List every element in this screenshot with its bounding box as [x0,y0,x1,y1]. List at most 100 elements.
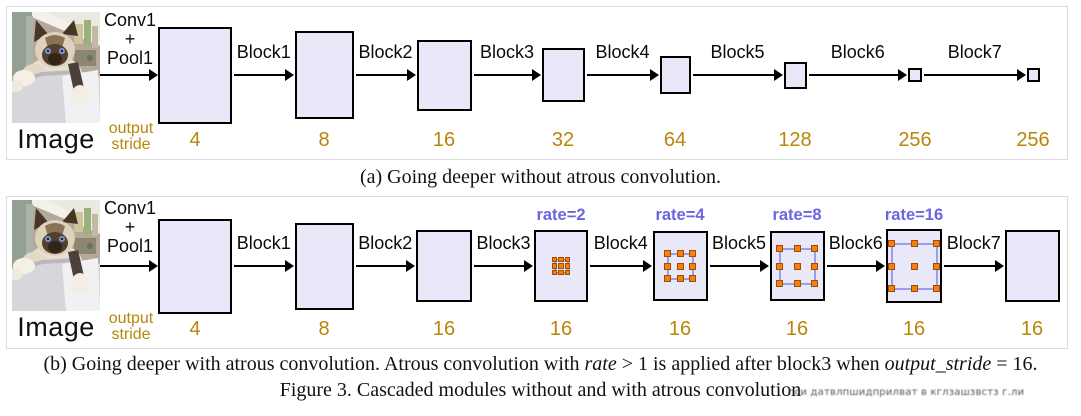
atrous-kernel-point [558,269,564,276]
arrow-label-a-block5: Block5 [710,42,765,62]
flow-arrow-a-block3 [473,73,533,77]
flow-arrow-b-block3-head [524,260,533,272]
stem-label-b: Conv1+Pool1 [101,199,159,256]
feature-block-a-2 [294,31,354,119]
flow-arrow-a-block6-head [898,69,907,81]
caption-a-text: (a) Going deeper without atrous convolut… [359,166,722,188]
stem-arrow-b [100,264,150,268]
flow-arrow-a-block7 [924,73,1018,77]
atrous-kernel-point [811,245,818,252]
feature-block-b-1 [158,218,232,314]
output-stride-value-a-4: 32 [551,129,575,151]
cat-photo-svg [9,200,100,311]
caption-b-text-2: > 1 is applied after block3 when [616,353,885,375]
flow-arrow-a-block7-head [1016,69,1026,81]
output-stride-value-a-8: 256 [1016,129,1050,151]
feature-block-b-8 [1004,230,1060,302]
feature-block-a-3 [416,39,472,111]
arrow-label-b-block1: Block1 [236,233,291,253]
output-stride-line-2: stride [111,326,151,343]
atrous-kernel-point [888,240,895,247]
atrous-kernel-point [933,285,940,292]
atrous-kernel-point [664,262,671,270]
atrous-kernel-point [676,250,684,257]
feature-block-a-6 [783,61,807,89]
arrow-label-b-block2: Block2 [358,233,413,253]
output-stride-line-1: output [108,120,154,137]
atrous-kernel-point [910,240,918,247]
stem-line-1: Conv1 [103,198,157,218]
output-stride-value-b-2: 8 [318,318,330,340]
rate-label-rate-16: rate=16 [884,206,944,224]
arrow-label-b-block5: Block5 [711,233,767,253]
arrow-label-b-block7: Block7 [946,233,1001,253]
stem-line-3: Pool1 [106,48,154,68]
atrous-kernel-point [689,250,696,257]
flow-arrow-a-block3-head [531,69,541,81]
output-stride-value-a-5: 64 [663,129,687,151]
output-stride-value-a-7: 256 [898,129,932,151]
arrow-label-a-block3: Block3 [479,42,535,62]
output-stride-value-a-2: 8 [318,129,330,151]
atrous-kernel-point [564,256,571,263]
feature-block-b-3 [416,230,472,302]
atrous-kernel-point [910,285,918,292]
feature-block-b-7 [886,229,942,303]
atrous-kernel-point [676,262,684,270]
output-stride-value-a-1: 4 [189,129,201,151]
atrous-kernel-point [664,250,671,257]
rate-label-rate-4: rate=4 [655,206,705,224]
input-image-photo-a [9,12,100,123]
flow-arrow-a-block1 [234,73,286,77]
flow-arrow-b-block7 [944,264,996,268]
stem-line-2: + [124,217,136,237]
flow-arrow-a-block1-head [284,69,294,81]
atrous-kernel-point [564,269,571,276]
atrous-kernel-point [910,262,918,270]
flow-arrow-a-block2-head [406,69,416,81]
arrow-label-a-block6: Block6 [830,42,885,62]
atrous-kernel-point [776,280,783,287]
atrous-kernel-point [689,262,696,270]
flow-arrow-a-block5 [692,73,775,77]
stem-line-1: Conv1 [103,10,157,30]
atrous-kernel-point [933,240,940,247]
figure-caption: Figure 3. Cascaded modules without and w… [0,378,1081,403]
arrow-label-b-block6: Block6 [828,233,883,253]
flow-arrow-a-block4-head [649,69,659,81]
output-stride-line-2: stride [111,136,151,153]
stem-arrow-b-head [149,260,158,272]
input-image-photo-b [9,200,100,311]
output-stride-value-b-6: 16 [785,318,809,340]
atrous-kernel-point [776,245,783,252]
arrow-label-b-block4: Block4 [593,233,648,253]
flow-arrow-b-block4-head [642,260,652,272]
caption-b-math-rate: rate [584,353,617,375]
output-stride-value-b-1: 4 [189,318,201,340]
flow-arrow-b-block4 [590,264,644,268]
stem-line-2: + [124,29,136,49]
flow-arrow-b-block2-head [406,260,415,272]
flow-arrow-a-block5-head [773,69,783,81]
atrous-kernel-point [564,263,571,269]
cat-photo-svg [9,12,100,123]
flow-arrow-a-block6 [808,73,899,77]
image-label-a: Image [17,124,95,154]
stem-label-a: Conv1+Pool1 [101,11,159,68]
flow-arrow-a-block4 [586,73,651,77]
atrous-kernel-point [888,262,895,270]
image-label-b: Image [17,312,95,342]
caption-a: (a) Going deeper without atrous convolut… [0,163,1081,191]
feature-block-a-5 [659,56,691,94]
flow-arrow-a-block2 [355,73,408,77]
feature-block-b-4 [534,230,588,302]
feature-block-a-8 [1026,68,1040,82]
atrous-kernel-point [811,262,818,270]
output-stride-value-b-4: 16 [549,318,573,340]
output-stride-value-b-7: 16 [902,318,926,340]
atrous-kernel-point [676,275,684,282]
flow-arrow-b-block5 [709,264,761,268]
